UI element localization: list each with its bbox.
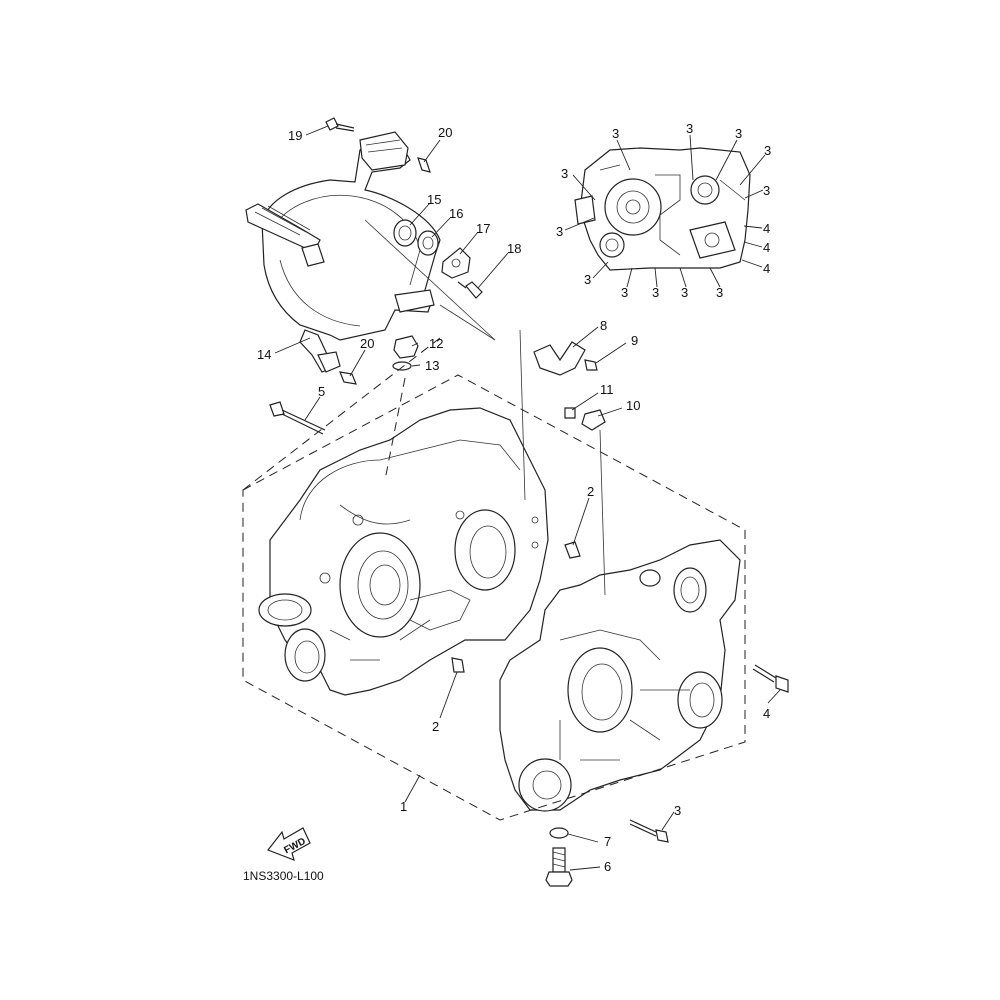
inset-callout-3-j: 3 — [652, 285, 659, 300]
inset-callout-3-l: 3 — [716, 285, 723, 300]
fwd-arrow-icon: FWD — [267, 827, 311, 861]
callout-2-right: 2 — [587, 484, 594, 499]
inset-callout-4-a: 4 — [763, 221, 770, 236]
callout-4-bolt: 4 — [763, 706, 770, 721]
callout-17: 17 — [476, 221, 490, 236]
inset-callout-3-c: 3 — [735, 126, 742, 141]
callout-18: 18 — [507, 241, 521, 256]
bearing-seal-plate-group — [393, 219, 483, 299]
callout-6: 6 — [604, 859, 611, 874]
crankcase-cover-part — [245, 131, 496, 373]
callout-2-left: 2 — [432, 719, 439, 734]
callout-19: 19 — [288, 128, 302, 143]
inset-callout-3-i: 3 — [621, 285, 628, 300]
assembly-dash-lines — [242, 329, 746, 821]
callout-10: 10 — [626, 398, 640, 413]
left-crankcase-part — [258, 407, 549, 696]
callout-20-bottom: 20 — [360, 336, 374, 351]
side-bolts-group — [629, 664, 789, 843]
callout-5: 5 — [318, 384, 325, 399]
inset-callout-4-c: 4 — [763, 261, 770, 276]
callout-20-top: 20 — [438, 125, 452, 140]
inset-callout-3-a: 3 — [612, 126, 619, 141]
top-bolt-dowel-group — [325, 117, 431, 385]
callout-1: 1 — [400, 799, 407, 814]
callout-7: 7 — [604, 834, 611, 849]
inset-callout-3-d: 3 — [764, 143, 771, 158]
plug-washer-group — [392, 335, 419, 371]
callout-leader-lines — [274, 125, 781, 871]
callout-numbers: 19 20 15 16 17 18 14 20 12 13 5 8 9 11 1… — [257, 121, 771, 874]
inset-callout-4-b: 4 — [763, 240, 770, 255]
callout-3-bolt: 3 — [674, 803, 681, 818]
callout-15: 15 — [427, 192, 441, 207]
inset-callout-3-f: 3 — [561, 166, 568, 181]
inset-bolt-location-view — [574, 147, 751, 271]
bolt-bracket-group — [269, 341, 606, 435]
inset-callout-3-k: 3 — [681, 285, 688, 300]
inset-callout-3-b: 3 — [686, 121, 693, 136]
inset-callout-3-g: 3 — [556, 224, 563, 239]
callout-9: 9 — [631, 333, 638, 348]
callout-14: 14 — [257, 347, 271, 362]
diagram-code: 1NS3300-L100 — [243, 869, 324, 883]
drain-bolt-washer-group — [545, 827, 573, 887]
right-crankcase-part — [499, 539, 741, 812]
callout-8: 8 — [600, 318, 607, 333]
inset-callout-3-h: 3 — [584, 272, 591, 287]
dowel-pins-group — [451, 541, 581, 673]
callout-12: 12 — [429, 336, 443, 351]
callout-11: 11 — [600, 382, 614, 397]
callout-13: 13 — [425, 358, 439, 373]
inset-callout-3-e: 3 — [763, 183, 770, 198]
callout-16: 16 — [449, 206, 463, 221]
